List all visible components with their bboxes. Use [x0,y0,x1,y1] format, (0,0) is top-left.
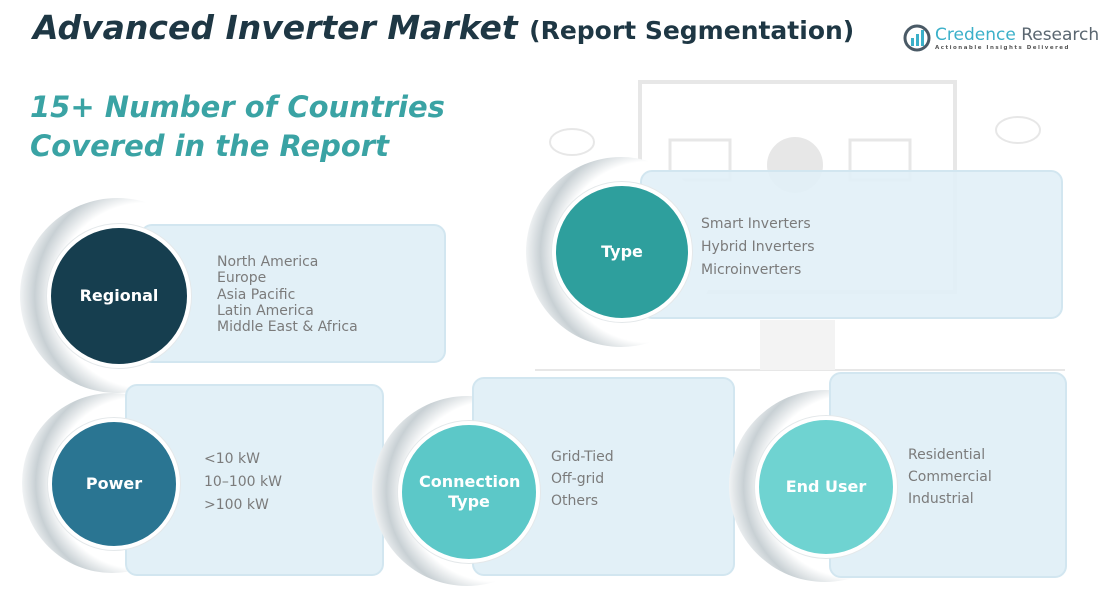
type-box [640,170,1063,319]
list-item: Commercial [908,469,992,485]
power-circle: Power [48,418,180,550]
title-main: Advanced Inverter Market [33,8,518,47]
regional-circle: Regional [47,224,191,368]
list-item: 10–100 kW [204,474,282,490]
end-user-circle: End User [755,416,897,558]
list-item: Latin America [217,302,314,319]
logo-name-a: Credence [935,25,1016,45]
subtitle-line2: Covered in the Report [30,129,389,163]
connection-label: Connection Type [419,472,521,511]
list-item: Hybrid Inverters [701,239,815,255]
regional-box [140,224,446,363]
list-item: Europe [217,270,267,287]
list-item: Off-grid [551,471,605,487]
logo-tagline: Actionable Insights Delivered [935,45,1070,51]
background-illustration [535,80,1065,371]
type-circle: Type [552,182,692,322]
type-label: Type [601,242,643,261]
list-item: >100 kW [204,497,269,513]
power-label: Power [85,474,143,493]
list-item: North America [217,254,319,270]
logo-name-b: Research [1021,25,1100,45]
list-item: Residential [908,447,986,463]
title-sub: (Report Segmentation) [529,16,855,45]
page-title: Advanced Inverter Market (Report Segment… [33,8,854,47]
list-item: Industrial [908,491,974,507]
connection-circle: Connection Type [398,421,540,563]
list-item: Smart Inverters [701,216,811,232]
list-item: Others [551,493,599,509]
list-item: Microinverters [701,262,802,278]
list-item: Asia Pacific [217,286,296,303]
power-list: <10 kW 10–100 kW >100 kW [204,448,282,517]
subtitle-line1: 15+ Number of Countries [30,90,445,124]
logo-icon [903,24,931,52]
list-item: <10 kW [204,451,260,467]
end-user-label: End User [785,477,867,496]
regional-label: Regional [79,286,159,305]
list-item: Grid-Tied [551,449,614,465]
list-item: Middle East & Africa [217,319,358,336]
